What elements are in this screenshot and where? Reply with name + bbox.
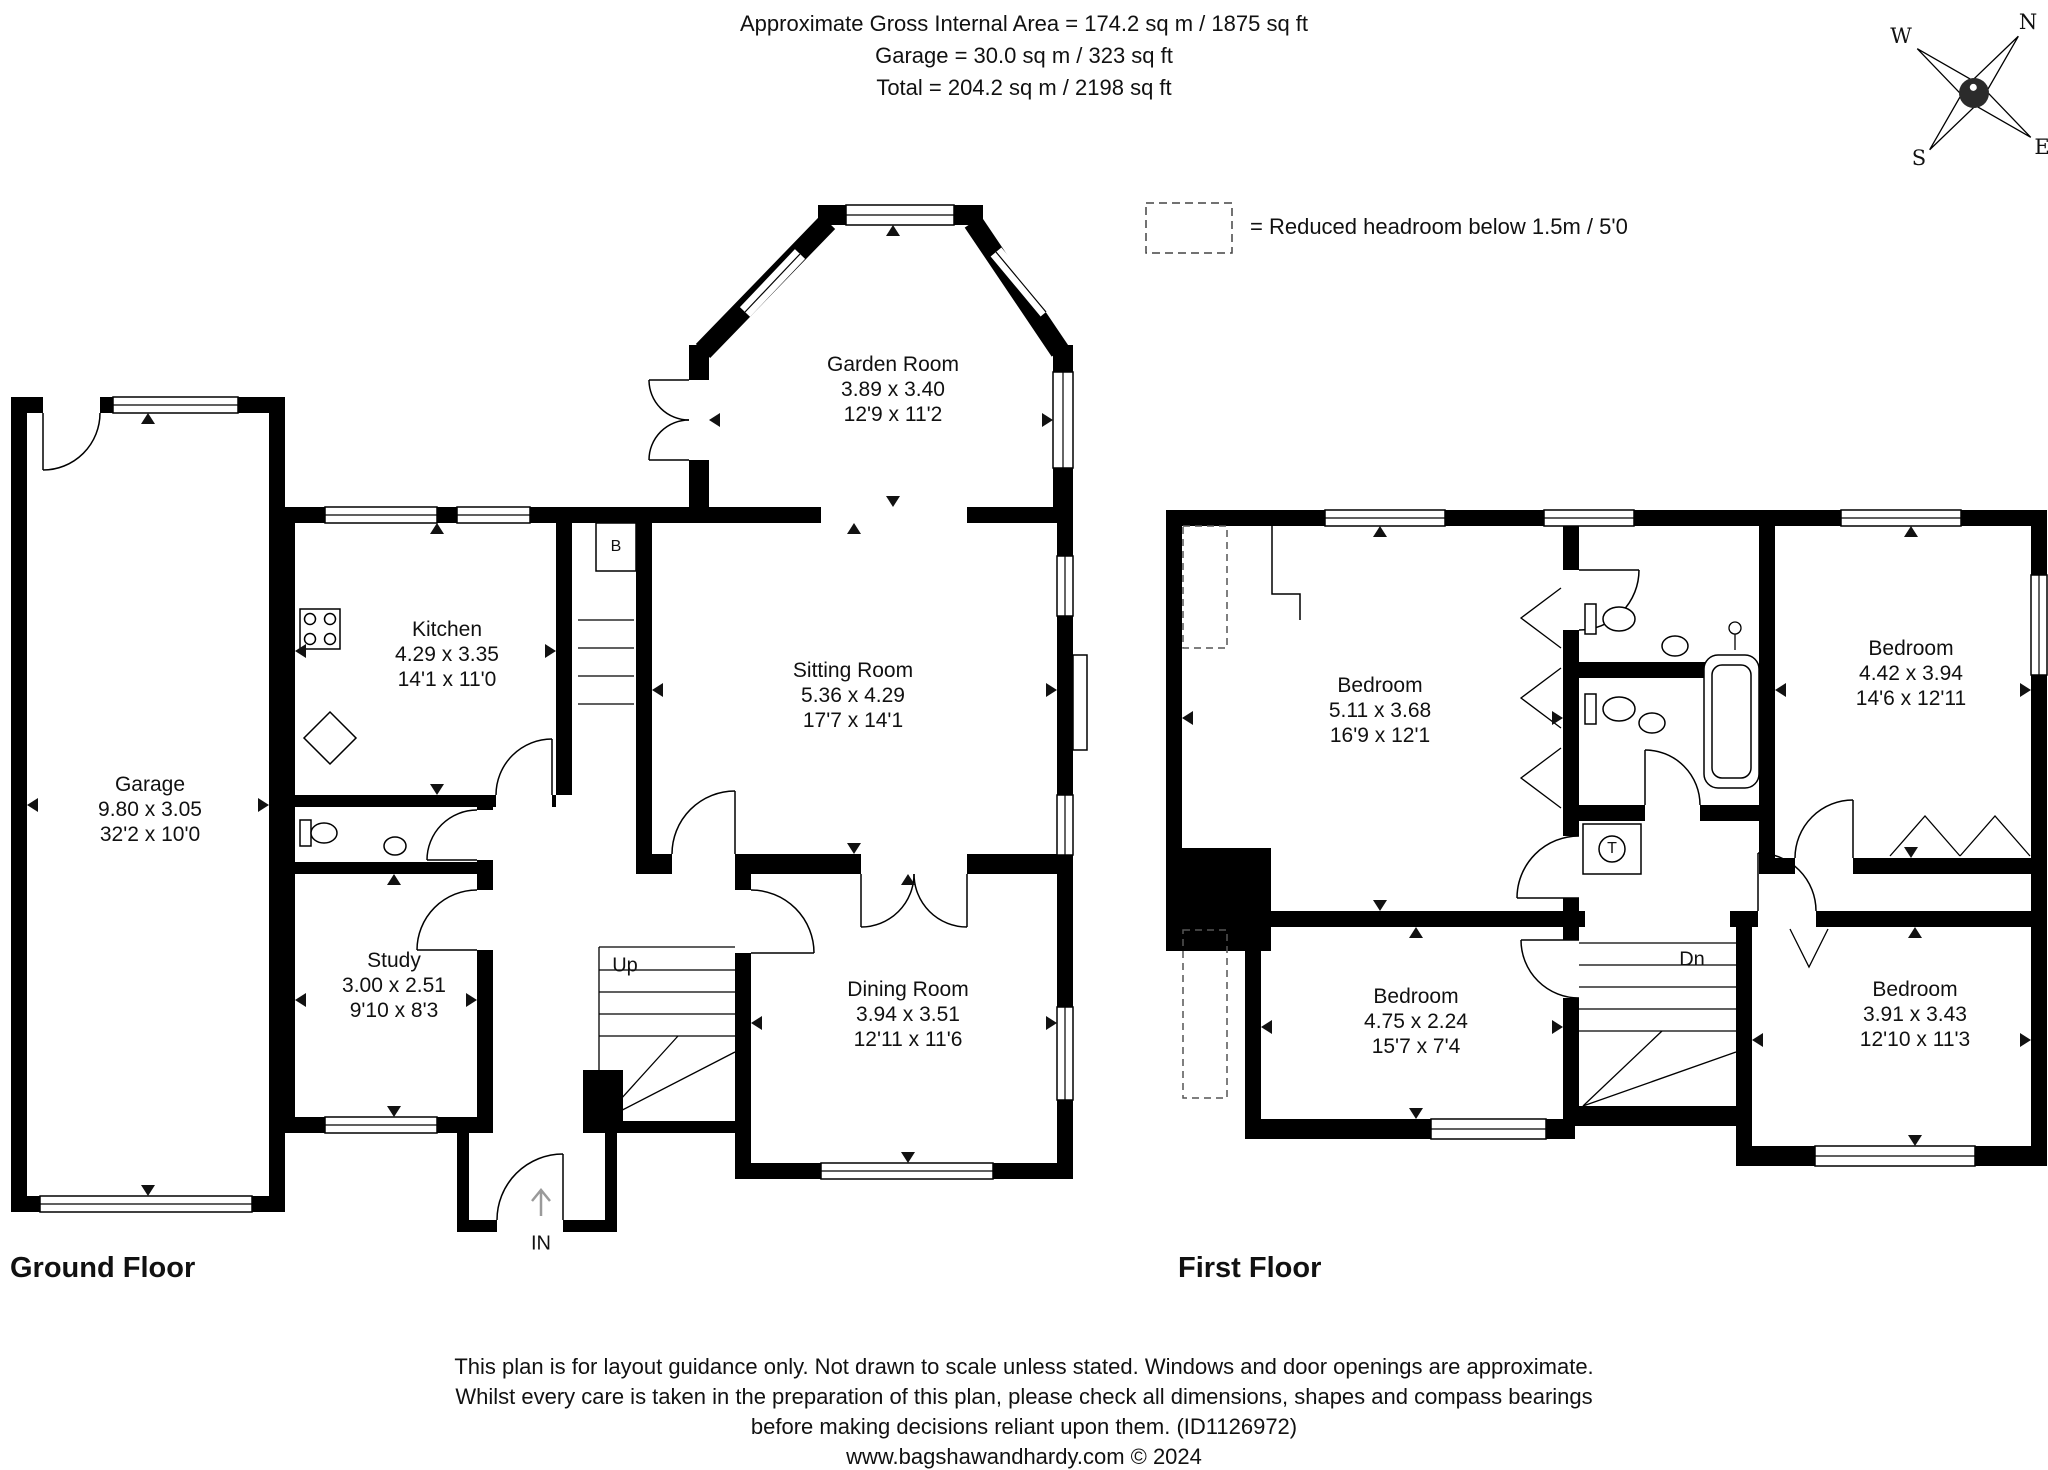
room-name: Bedroom	[1373, 985, 1459, 1008]
ground-floor-label: Ground Floor	[10, 1252, 196, 1284]
room-label-garage: Garage 9.80 x 3.05 32'2 x 10'0	[98, 772, 202, 847]
ground-floor-plan	[11, 204, 1088, 1232]
disclaimer: This plan is for layout guidance only. N…	[0, 1352, 2048, 1470]
room-name: Sitting Room	[792, 659, 914, 682]
room-dim-imperial: 16'9 x 12'1	[1329, 724, 1431, 747]
room-name: Kitchen	[411, 618, 483, 641]
room-label-bedroom3: Bedroom 4.75 x 2.24 15'7 x 7'4	[1364, 984, 1468, 1059]
disclaimer-line1: This plan is for layout guidance only. N…	[454, 1354, 1594, 1379]
room-name: Bedroom	[1868, 637, 1954, 660]
room-name: Bedroom	[1872, 978, 1958, 1001]
ensuite-basin-icon	[1661, 635, 1689, 657]
room-name: Garden Room	[827, 353, 959, 376]
sink-icon	[302, 710, 358, 766]
first-floor-stairs	[1579, 942, 1737, 1107]
wardrobe-icons	[1519, 587, 2031, 969]
room-label-study: Study 3.00 x 2.51 9'10 x 8'3	[342, 948, 446, 1023]
room-dim-imperial: 12'11 x 11'6	[853, 1028, 963, 1051]
room-dim-metric: 4.75 x 2.24	[1364, 1010, 1468, 1033]
basin-icon	[383, 836, 407, 856]
room-label-bedroom4: Bedroom 3.91 x 3.43 12'10 x 11'3	[1860, 977, 1970, 1052]
room-dim-imperial: 14'1 x 11'0	[397, 668, 497, 691]
room-dim-metric: 3.94 x 3.51	[856, 1003, 960, 1026]
room-dim-imperial: 32'2 x 10'0	[99, 823, 201, 846]
tank-label: T	[1607, 840, 1617, 857]
room-dim-metric: 4.29 x 3.35	[395, 643, 499, 666]
room-dim-metric: 3.00 x 2.51	[342, 974, 446, 997]
room-label-sitting-room: Sitting Room 5.36 x 4.29 17'7 x 14'1	[793, 658, 913, 733]
room-dim-imperial: 9'10 x 8'3	[349, 999, 439, 1022]
entrance-arrow-icon	[531, 1188, 551, 1216]
room-label-kitchen: Kitchen 4.29 x 3.35 14'1 x 11'0	[395, 617, 499, 692]
bathroom-basin-icon	[1638, 712, 1666, 734]
room-name: Dining Room	[847, 978, 969, 1001]
first-floor-label: First Floor	[1178, 1252, 1322, 1284]
reduced-headroom-legend-box	[1145, 202, 1233, 254]
area-summary-line2: Garage = 30.0 sq m / 323 sq ft	[875, 43, 1173, 68]
room-dim-metric: 3.89 x 3.40	[841, 378, 945, 401]
ground-floor-windows	[39, 204, 1074, 1213]
boiler-label: B	[610, 538, 622, 555]
room-dim-imperial: 15'7 x 7'4	[1371, 1035, 1461, 1058]
room-dim-metric: 5.36 x 4.29	[801, 684, 905, 707]
room-name: Bedroom	[1337, 674, 1423, 697]
room-dim-metric: 9.80 x 3.05	[98, 798, 202, 821]
bathroom-toilet-icon	[1584, 693, 1636, 725]
disclaimer-line3: before making decisions reliant upon the…	[750, 1414, 1298, 1439]
room-dim-imperial: 14'6 x 12'11	[1855, 687, 1967, 710]
reduced-headroom-legend-text: = Reduced headroom below 1.5m / 5'0	[1250, 214, 1628, 239]
stairs-down-label: Dn	[1679, 948, 1705, 971]
room-label-bedroom1: Bedroom 5.11 x 3.68 16'9 x 12'1	[1329, 673, 1431, 748]
room-name: Garage	[114, 773, 186, 796]
compass-e: E	[2034, 135, 2048, 159]
room-label-dining-room: Dining Room 3.94 x 3.51 12'11 x 11'6	[847, 977, 968, 1052]
compass-rose	[1916, 35, 2032, 151]
ground-floor-stairs	[598, 946, 736, 1122]
ensuite-toilet-icon	[1584, 603, 1636, 635]
first-floor-plan	[1166, 509, 2048, 1167]
ground-floor-door-openings	[43, 380, 967, 1232]
first-floor-windows	[1324, 509, 2048, 1167]
disclaimer-line2: Whilst every care is taken in the prepar…	[455, 1384, 1593, 1409]
reduced-headroom-areas	[1182, 525, 1228, 1099]
room-label-bedroom2: Bedroom 4.42 x 3.94 14'6 x 12'11	[1856, 636, 1966, 711]
boiler-cupboard	[578, 522, 637, 705]
bath-icon	[1703, 654, 1760, 789]
first-floor-door-openings	[1563, 570, 1853, 998]
room-dim-imperial: 12'9 x 11'2	[843, 403, 943, 426]
room-dim-metric: 5.11 x 3.68	[1328, 699, 1432, 722]
wall-jog	[1271, 526, 1301, 620]
entrance-in-label: IN	[531, 1232, 551, 1255]
area-summary: Approximate Gross Internal Area = 174.2 …	[0, 8, 2048, 104]
compass-n: N	[2018, 10, 2038, 34]
area-summary-line3: Total = 204.2 sq m / 2198 sq ft	[876, 75, 1172, 100]
room-name: Study	[367, 949, 421, 972]
room-dim-metric: 3.91 x 3.43	[1863, 1003, 1967, 1026]
area-summary-line1: Approximate Gross Internal Area = 174.2 …	[739, 11, 1309, 36]
shower-icon	[1728, 621, 1742, 650]
room-dim-imperial: 12'10 x 11'3	[1859, 1028, 1971, 1051]
tank-cupboard	[1582, 823, 1642, 875]
room-dim-imperial: 17'7 x 14'1	[802, 709, 904, 732]
compass-w: W	[1890, 24, 1912, 48]
room-dim-metric: 4.42 x 3.94	[1859, 662, 1963, 685]
hob-icon	[299, 608, 341, 650]
room-label-garden-room: Garden Room 3.89 x 3.40 12'9 x 11'2	[827, 352, 959, 427]
fireplace-icon	[1072, 654, 1088, 751]
website-line: www.bagshawandhardy.com © 2024	[846, 1444, 1202, 1469]
stairs-up-label: Up	[612, 954, 638, 977]
ground-floor-doors	[42, 379, 968, 1221]
compass-s: S	[1911, 146, 1927, 170]
toilet-icon	[299, 819, 338, 847]
